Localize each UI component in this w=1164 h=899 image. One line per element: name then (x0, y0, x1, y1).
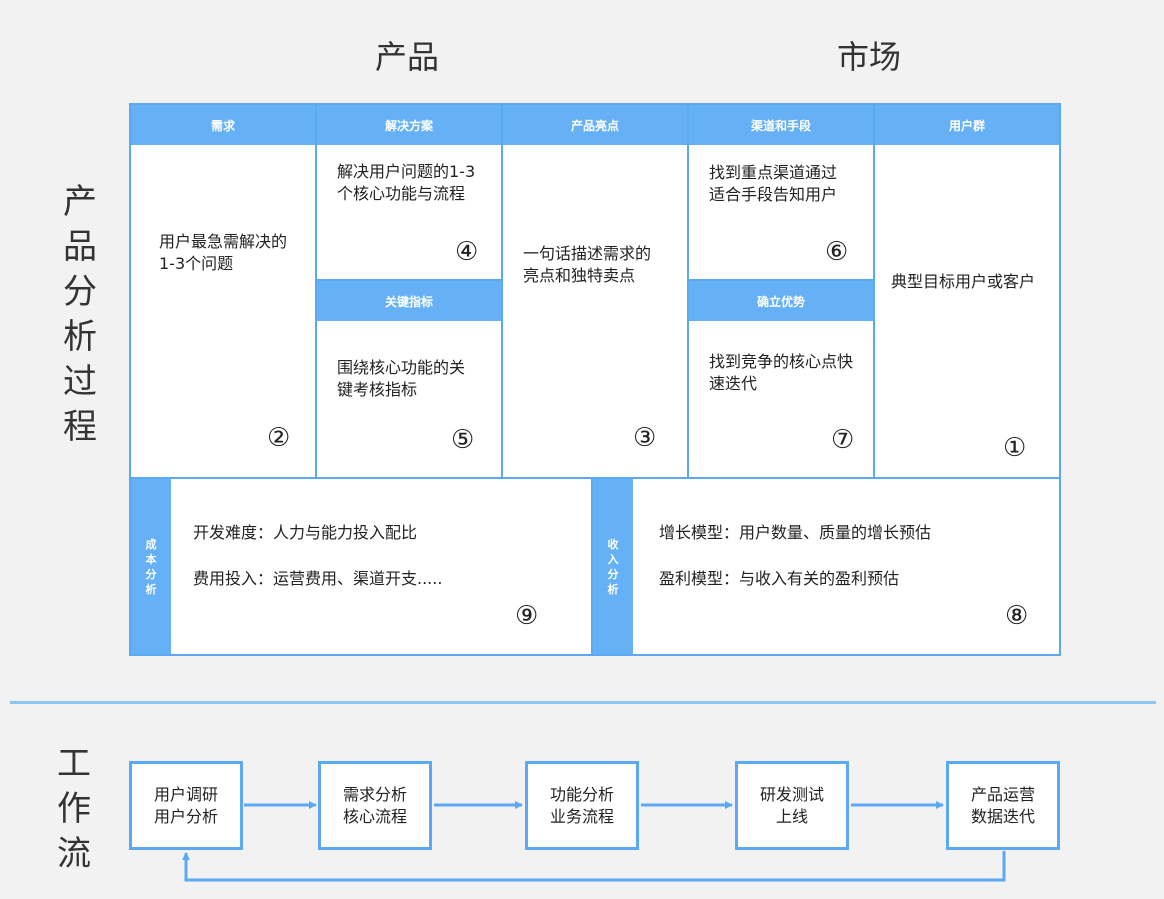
step-line-1: 产品运营 (970, 784, 1035, 804)
cost-cell: 成 本 分 析 开发难度：人力与能力投入配比 费用投入：运营费用、渠道开支...… (129, 477, 593, 656)
workflow-step-operations: 产品运营 数据迭代 (946, 761, 1060, 850)
needs-number: ② (267, 423, 291, 453)
revenue-number: ⑧ (1005, 601, 1029, 631)
revenue-label-char: 入 (607, 552, 619, 566)
revenue-label-char: 分 (607, 567, 619, 581)
advantage-text: 找到竞争的核心点快速迭代 (709, 352, 854, 393)
revenue-cell: 收 入 分 析 增长模型：用户数量、质量的增长预估 盈利模型：与收入有关的盈利预… (591, 477, 1061, 656)
metrics-cell: 关键指标 围绕核心功能的关键考核指标 ⑤ (315, 279, 503, 479)
cost-label-char: 析 (145, 582, 157, 596)
advantage-number: ⑦ (831, 425, 855, 455)
title-char: 品 (63, 227, 97, 267)
title-char: 过 (63, 362, 97, 402)
cost-line-1: 开发难度：人力与能力投入配比 (193, 523, 418, 542)
revenue-line-2: 盈利模型：与收入有关的盈利预估 (659, 569, 900, 588)
workflow-title-char: 工 (57, 744, 91, 784)
revenue-label-char: 析 (607, 582, 619, 596)
solution-cell: 解决方案 解决用户问题的1-3个核心功能与流程 ④ (315, 103, 503, 281)
title-char: 产 (63, 182, 97, 222)
workflow-step-function: 功能分析 业务流程 (525, 761, 639, 850)
revenue-line-1: 增长模型：用户数量、质量的增长预估 (659, 523, 932, 542)
users-text: 典型目标用户或客户 (891, 272, 1036, 291)
needs-header: 需求 (131, 105, 315, 145)
highlight-number: ③ (633, 423, 657, 453)
revenue-label-char: 收 (607, 537, 619, 551)
advantage-header: 确立优势 (689, 281, 873, 321)
solution-header: 解决方案 (317, 105, 501, 145)
step-line-2: 上线 (775, 806, 808, 826)
highlight-cell: 产品亮点 一句话描述需求的亮点和独特卖点 ③ (501, 103, 689, 479)
section-divider (10, 701, 1156, 704)
needs-cell: 需求 用户最急需解决的1-3个问题 ② (129, 103, 317, 479)
cost-label-char: 分 (145, 567, 157, 581)
highlight-header: 产品亮点 (503, 105, 687, 145)
cost-number: ⑨ (515, 601, 539, 631)
title-char: 析 (63, 317, 97, 357)
workflow-step-research: 用户调研 用户分析 (129, 761, 243, 850)
product-canvas: 需求 用户最急需解决的1-3个问题 ② 解决方案 解决用户问题的1-3个核心功能… (129, 103, 1061, 656)
cost-label-char: 本 (145, 552, 157, 566)
users-cell: 用户群 典型目标用户或客户 ① (873, 103, 1061, 479)
step-line-1: 用户调研 (153, 784, 218, 804)
product-heading: 产品 (375, 38, 440, 76)
channels-header: 渠道和手段 (689, 105, 873, 145)
workflow-title-char: 作 (57, 789, 91, 829)
solution-number: ④ (455, 237, 479, 267)
users-number: ① (1003, 433, 1027, 463)
workflow-step-requirements: 需求分析 核心流程 (318, 761, 432, 850)
metrics-header: 关键指标 (317, 281, 501, 321)
step-line-1: 研发测试 (759, 784, 824, 804)
solution-text: 解决用户问题的1-3个核心功能与流程 (337, 162, 476, 203)
step-line-2: 数据迭代 (970, 806, 1035, 826)
users-header: 用户群 (875, 105, 1059, 145)
analysis-process-title: 产 品 分 析 过 程 (60, 180, 100, 450)
step-line-2: 业务流程 (549, 806, 614, 826)
step-line-1: 功能分析 (549, 784, 614, 804)
step-line-2: 核心流程 (342, 806, 407, 826)
workflow-step-development: 研发测试 上线 (735, 761, 849, 850)
arrow-loop-back (182, 851, 1006, 882)
title-char: 分 (63, 272, 97, 312)
advantage-cell: 确立优势 找到竞争的核心点快速迭代 ⑦ (687, 279, 875, 479)
workflow-title-char: 流 (57, 834, 91, 874)
channels-text: 找到重点渠道通过适合手段告知用户 (709, 163, 838, 204)
title-char: 程 (63, 407, 97, 447)
needs-text: 用户最急需解决的1-3个问题 (159, 232, 288, 273)
cost-label-char: 成 (145, 537, 157, 551)
workflow-title: 工 作 流 (54, 742, 94, 877)
revenue-label: 收 入 分 析 (593, 479, 633, 654)
channels-number: ⑥ (825, 237, 849, 267)
cost-line-2: 费用投入：运营费用、渠道开支..... (193, 569, 443, 588)
metrics-text: 围绕核心功能的关键考核指标 (337, 358, 466, 399)
highlight-text: 一句话描述需求的亮点和独特卖点 (523, 244, 652, 285)
market-heading: 市场 (837, 38, 902, 76)
step-line-1: 需求分析 (342, 784, 407, 804)
metrics-number: ⑤ (451, 425, 475, 455)
step-line-2: 用户分析 (153, 806, 218, 826)
cost-label: 成 本 分 析 (131, 479, 171, 654)
